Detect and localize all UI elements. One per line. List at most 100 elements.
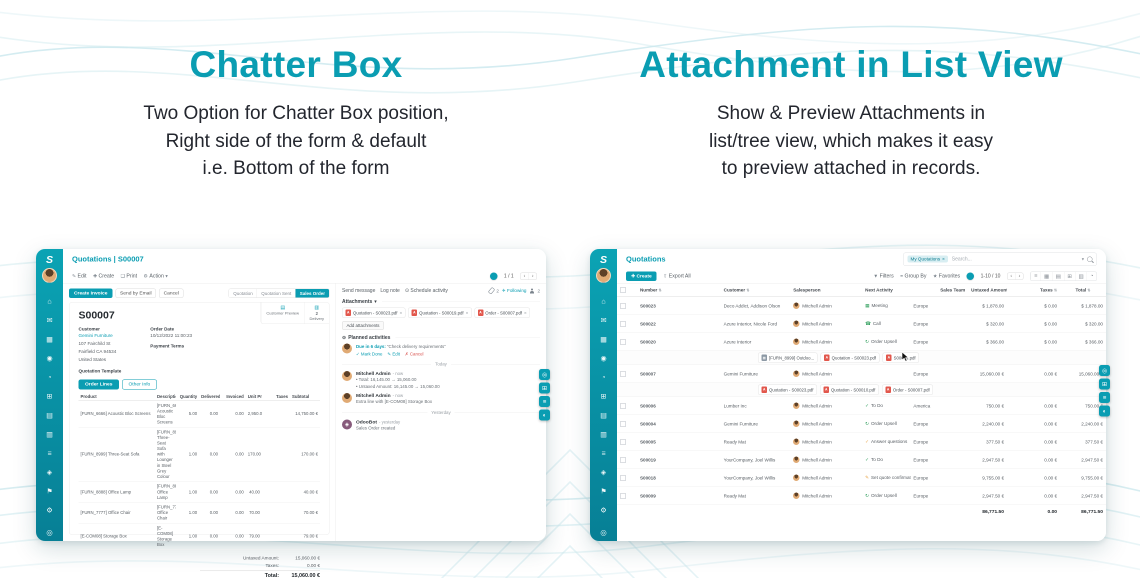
row-next-activity[interactable]: ✓Answer questions (862, 432, 911, 451)
row-number[interactable]: S00004 (636, 414, 721, 433)
row-checkbox[interactable] (620, 338, 626, 345)
status-step-sales-order[interactable]: Sales Order (295, 289, 329, 298)
row-number[interactable]: S00007 (636, 364, 721, 383)
breadcrumb[interactable]: Quotations | S00007 (72, 254, 144, 264)
order-line-row[interactable]: [E-COM08] Storage Box[E-COM08] Storage B… (78, 523, 320, 551)
row-next-activity[interactable] (862, 364, 911, 383)
activity-view-icon[interactable]: ◔ (1086, 271, 1097, 281)
pager-previous-button[interactable]: ‹ (1010, 273, 1013, 279)
chevron-down-icon[interactable]: ▾ (1081, 256, 1084, 262)
kanban-view-icon[interactable]: ▦ (1040, 271, 1052, 281)
column-header[interactable]: Next Activity⇅ (862, 283, 911, 297)
list-fab-button[interactable]: ≡ (539, 396, 550, 407)
user-avatar[interactable] (596, 268, 611, 283)
settings-icon[interactable]: ⚙ (46, 506, 53, 514)
accounting-icon[interactable]: ≡ (47, 449, 52, 457)
attachment-chip[interactable]: A Order - S00007.pdf × (474, 307, 531, 318)
create-button[interactable]: ✚Create (92, 273, 115, 279)
home-icon[interactable]: ⌂ (47, 297, 52, 305)
order-line-column-header[interactable]: Unit Price (245, 392, 262, 402)
add-attachments-button[interactable]: Add attachments (342, 321, 385, 331)
remove-attachment-icon[interactable]: × (465, 310, 469, 316)
row-next-activity[interactable]: ✓To Do (862, 396, 911, 415)
order-line-row[interactable]: [FURN_6666] Acoustic Bloc Screens[FURN_6… (78, 400, 320, 428)
order-line-column-header[interactable]: Description (154, 392, 176, 402)
column-header[interactable]: Sales Team⇅ (910, 283, 969, 297)
followers-icon[interactable] (529, 288, 534, 294)
search-icon[interactable] (1087, 256, 1093, 262)
select-all-checkbox[interactable] (620, 287, 626, 293)
purchase-icon[interactable]: ◈ (46, 468, 53, 476)
row-next-activity[interactable]: ↻Order Upsell (862, 486, 911, 505)
row-next-activity[interactable]: ↻Order Upsell (862, 332, 911, 351)
customer-value[interactable]: Gemini Furniture (78, 333, 113, 339)
row-checkbox[interactable] (620, 492, 626, 499)
print-button[interactable]: ❏Print (120, 273, 138, 279)
purchase-icon[interactable]: ◈ (600, 468, 607, 476)
calendar-view-icon[interactable]: ▤ (1052, 271, 1064, 281)
remove-facet-icon[interactable]: × (942, 256, 945, 262)
list-view-icon[interactable]: ≡ (1030, 271, 1041, 281)
favorites-button[interactable]: ★Favorites (932, 273, 961, 279)
calendar-icon[interactable]: ▦ (46, 335, 53, 343)
app-logo[interactable]: S (599, 254, 607, 266)
export-all-button[interactable]: ⇧Export All (663, 273, 691, 279)
order-line-column-header[interactable]: Product (78, 392, 155, 402)
row-next-activity[interactable]: ▦Meeting (862, 296, 911, 315)
row-checkbox[interactable] (620, 420, 626, 427)
order-line-row[interactable]: [FURN_8999] Three-Seat Sofa[FURN_8999] T… (78, 427, 320, 482)
row-checkbox[interactable] (620, 320, 626, 327)
log-note-button[interactable]: Log note (380, 288, 400, 294)
column-header[interactable]: Customer⇅ (720, 283, 791, 297)
mark-done-button[interactable]: ✓ Mark Done (356, 351, 383, 357)
assistant-badge[interactable] (966, 272, 975, 280)
attachment-chip[interactable]: A Quotation - S00019.pdf × (408, 307, 472, 318)
row-checkbox[interactable] (620, 474, 626, 481)
order-line-column-header[interactable]: Subtotal (290, 392, 320, 402)
sales-icon[interactable]: ⊞ (46, 392, 53, 400)
logout-icon[interactable]: ◎ (46, 528, 53, 538)
attachment-chip[interactable]: ▦[FURN_8999] Outdoo... (758, 352, 818, 363)
edit-button[interactable]: ✎Edit (72, 273, 87, 279)
calendar-icon[interactable]: ▦ (600, 335, 607, 343)
search-facet[interactable]: My Quotations × (907, 255, 948, 263)
row-checkbox[interactable] (620, 402, 626, 409)
tab-other-info[interactable]: Other Info (122, 379, 157, 390)
tab-order-lines[interactable]: Order Lines (78, 379, 119, 390)
home-icon[interactable]: ⌂ (601, 297, 606, 305)
crm-icon[interactable]: ◔ (47, 373, 52, 381)
edit-activity-button[interactable]: ✎ Edit (387, 351, 400, 357)
row-next-activity[interactable]: ✓To Do (862, 450, 911, 469)
following-button[interactable]: ✈ Following (501, 288, 527, 293)
column-header[interactable]: Salesperson⇅ (790, 283, 863, 297)
row-number[interactable]: S00019 (636, 450, 721, 469)
row-checkbox[interactable] (620, 456, 626, 463)
row-next-activity[interactable]: ✎Set quote confirmation (862, 468, 911, 487)
contacts-icon[interactable]: ◉ (46, 354, 53, 362)
pager-next-button[interactable]: › (1015, 272, 1023, 280)
send-by-email-button[interactable]: Send by Email (115, 288, 157, 299)
row-number[interactable]: S00023 (636, 296, 721, 315)
order-line-column-header[interactable]: Invoiced (220, 392, 246, 402)
status-step-quotation[interactable]: Quotation (229, 289, 257, 298)
order-line-column-header[interactable]: Taxes (261, 392, 291, 402)
dashboards-icon[interactable]: ▤ (46, 411, 53, 419)
row-number[interactable]: S00005 (636, 432, 721, 451)
filters-button[interactable]: ▼Filters (873, 273, 894, 279)
order-line-column-header[interactable]: Delivered (199, 392, 221, 402)
row-number[interactable]: S00006 (636, 396, 721, 415)
order-line-row[interactable]: [FURN_8888] Office Lamp[FURN_8888] Offic… (78, 481, 320, 503)
assistant-badge[interactable] (489, 272, 498, 280)
row-checkbox[interactable] (620, 302, 626, 309)
order-line-row[interactable]: [FURN_7777] Office Chair[FURN_7777] Offi… (78, 502, 320, 524)
list-fab-button[interactable]: ≡ (1099, 392, 1110, 403)
